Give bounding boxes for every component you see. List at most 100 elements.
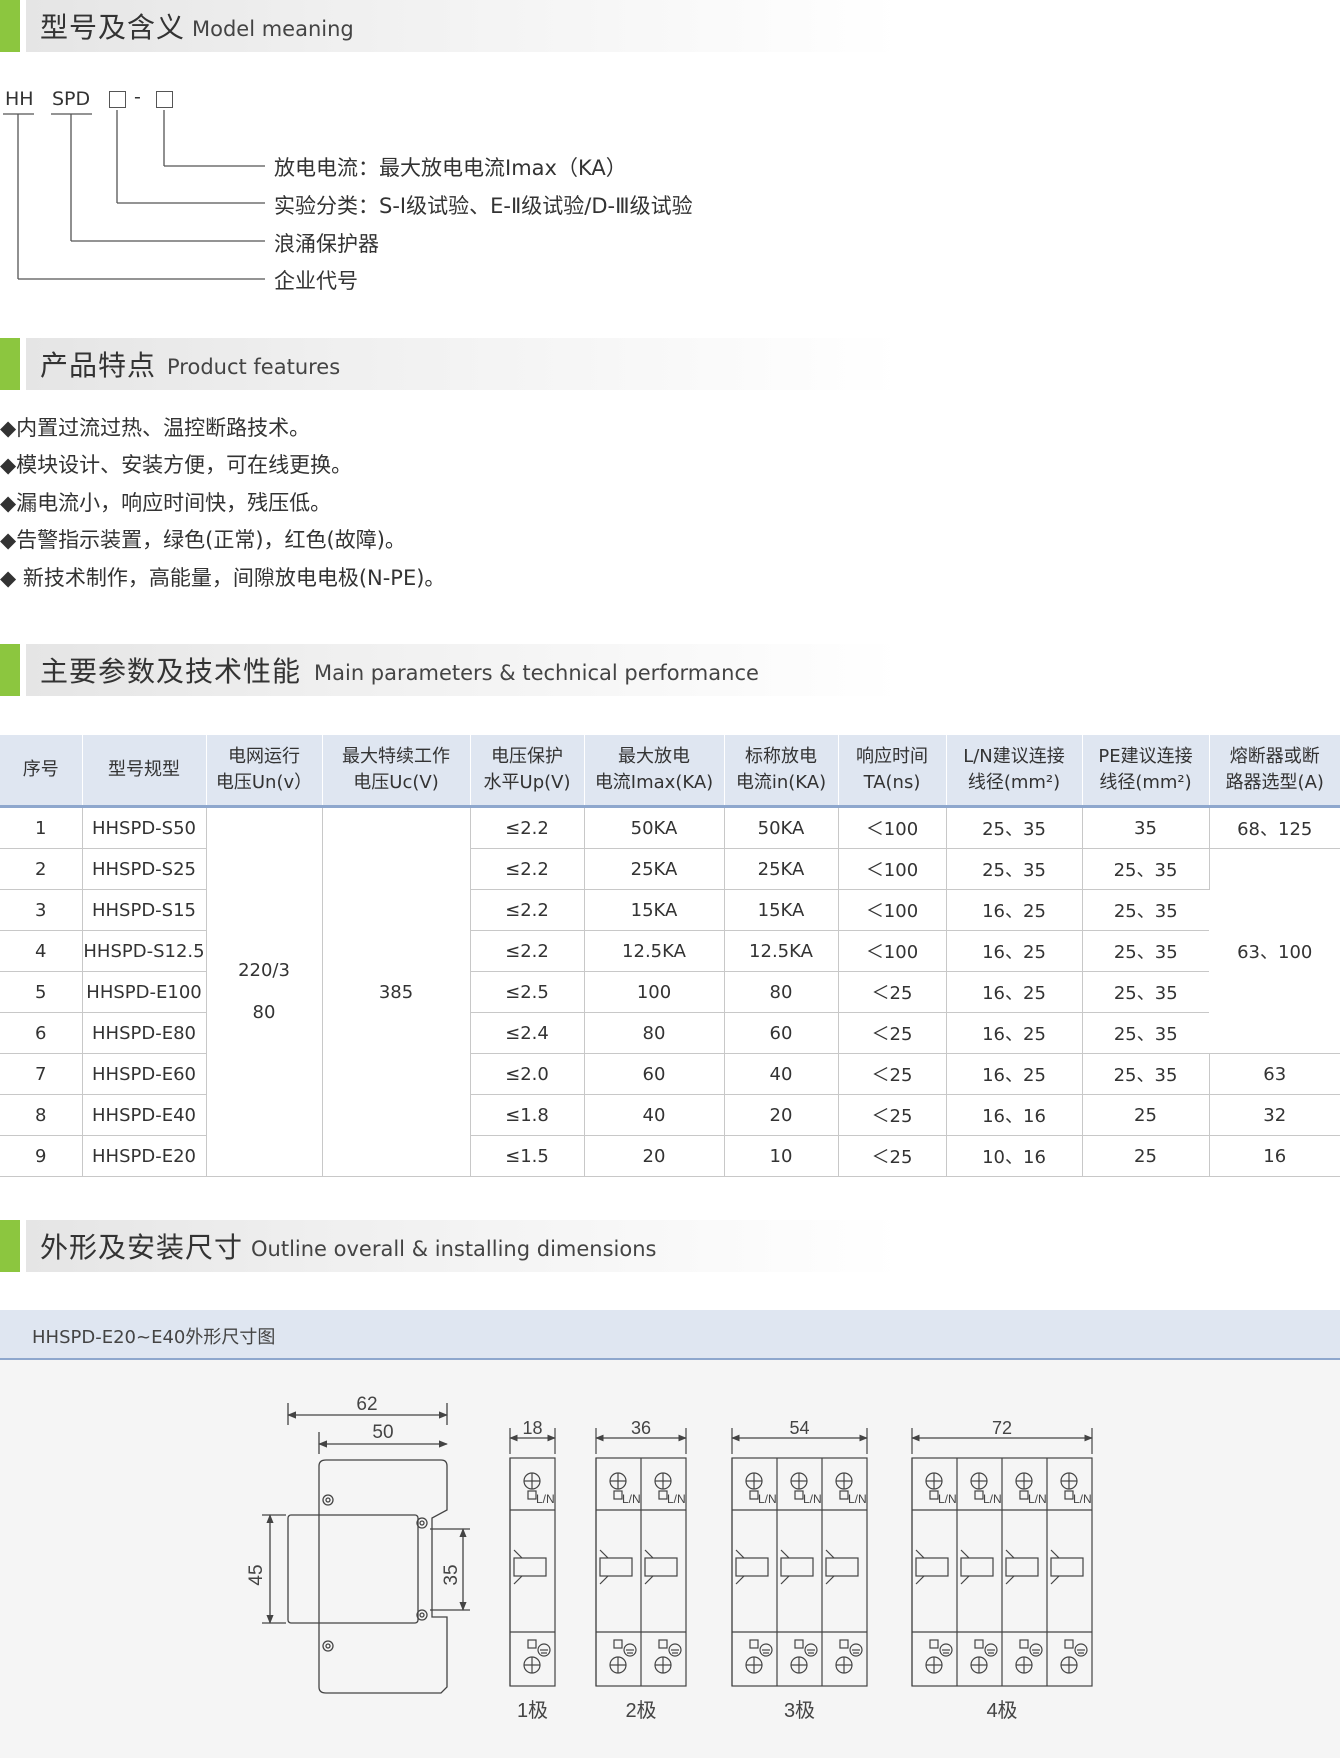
terminal-window (794, 1490, 804, 1500)
terminal-window (527, 1639, 537, 1649)
cell-in: 50KA (724, 806, 839, 849)
section-title-en: Model meaning (192, 17, 354, 41)
cell-imax: 20 (584, 1135, 725, 1177)
ground-symbol-icon (1029, 1643, 1043, 1657)
cell-imax: 40 (584, 1094, 725, 1136)
cell-ta: ＜100 (838, 930, 947, 972)
cell-ln: 25、35 (946, 848, 1083, 890)
module-terminal-label: L/N (758, 1492, 777, 1506)
table-header: 序号型号规型电网运行电压Un(v）最大特续工作电压Uc(V)电压保护水平Up(V… (0, 735, 1340, 808)
cell-pe: 25、35 (1082, 930, 1209, 972)
section-header-outline: 外形及安装尺寸 Outline overall & installing dim… (0, 1220, 900, 1272)
indicator-window (599, 1557, 633, 1577)
terminal-window (1019, 1639, 1029, 1649)
cell-up: ≤2.2 (470, 806, 585, 849)
cell-ta: ＜25 (838, 971, 947, 1013)
cell-fuse: 63 (1209, 1053, 1340, 1095)
ground-symbol-icon (668, 1643, 682, 1657)
pole-view-1 (509, 1428, 556, 1687)
module-terminal-label: L/N (1073, 1492, 1092, 1506)
cell-up: ≤1.5 (470, 1135, 585, 1177)
indicator-bevel (644, 1549, 654, 1559)
cell-ta: ＜100 (838, 848, 947, 890)
table-header-line: 最大放电 (618, 746, 690, 767)
section-header-features: 产品特点 Product features (0, 338, 900, 390)
terminal-window (929, 1639, 939, 1649)
feature-item: ◆漏电流小，响应时间快，残压低。 (0, 491, 332, 515)
module-terminal-label: L/N (848, 1492, 867, 1506)
section-title-en: Outline overall & installing dimensions (251, 1237, 657, 1261)
section-title-zh: 型号及含义 (40, 11, 186, 44)
section-accent-bar (0, 0, 26, 52)
indicator-bevel (735, 1575, 745, 1585)
terminal-window (839, 1490, 849, 1500)
module-terminal-label: L/N (622, 1492, 641, 1506)
section-accent-bar (0, 644, 26, 696)
model-label-discharge: 放电电流：最大放电电流Imax（KA） (274, 156, 627, 180)
model-code-leader-lines (3, 110, 265, 280)
cell-pe: 25 (1082, 1135, 1210, 1177)
model-code-box-1 (109, 91, 126, 108)
pole-outline (731, 1457, 868, 1687)
pole-width-label: 54 (789, 1418, 809, 1438)
cell-uc-merged: 385 (322, 806, 471, 1177)
table-header-line: 电压保护 (491, 746, 563, 767)
cell-no: 8 (0, 1094, 83, 1136)
feature-item: ◆告警指示装置，绿色(正常)，红色(故障)。 (0, 528, 406, 552)
table-header-line: 电压Uc(V) (353, 772, 439, 793)
indicator-window (1050, 1557, 1084, 1577)
terminal-window (1019, 1490, 1029, 1500)
ground-symbol-icon (984, 1643, 998, 1657)
terminal-window (749, 1639, 759, 1649)
table-header-line: 最大特续工作 (342, 746, 450, 767)
indicator-window (513, 1557, 547, 1577)
ground-symbol-icon (804, 1643, 818, 1657)
cell-fuse-merged: 63、100 (1209, 848, 1340, 1054)
dim-50-label: 50 (372, 1422, 393, 1443)
cell-ln: 16、25 (946, 971, 1083, 1013)
dim-45-label: 45 (246, 1564, 267, 1585)
feature-item: ◆模块设计、安装方便，可在线更换。 (0, 453, 353, 477)
table-header-line: 熔断器或断 (1229, 746, 1320, 767)
pole-width-label: 72 (992, 1418, 1012, 1438)
pole-count-label: 4极 (986, 1699, 1017, 1722)
indicator-bevel (1005, 1549, 1015, 1559)
ground-symbol-icon (537, 1643, 551, 1657)
indicator-bevel (1005, 1575, 1015, 1585)
terminal-window (839, 1639, 849, 1649)
indicator-window (960, 1557, 994, 1577)
cell-ta: ＜25 (838, 1012, 947, 1054)
cell-ta: ＜100 (838, 806, 947, 849)
model-code-hh: HH (5, 88, 34, 110)
table-header-cell: PE建议连接线径(mm²) (1082, 735, 1210, 808)
indicator-bevel (825, 1575, 835, 1585)
dim-62-label: 62 (356, 1394, 377, 1415)
ground-symbol-icon (1074, 1643, 1088, 1657)
section-title-en: Product features (167, 355, 341, 379)
cell-no: 7 (0, 1053, 83, 1095)
cell-in: 10 (724, 1135, 839, 1177)
cell-model: HHSPD-E20 (82, 1135, 207, 1177)
cell-no: 3 (0, 889, 83, 931)
terminal-window (749, 1490, 759, 1500)
indicator-bevel (1050, 1549, 1060, 1559)
cell-model: HHSPD-E40 (82, 1094, 207, 1136)
cell-in: 15KA (724, 889, 839, 931)
cell-up: ≤2.2 (470, 889, 585, 931)
cell-imax: 12.5KA (584, 930, 725, 972)
cell-imax: 100 (584, 971, 725, 1013)
indicator-bevel (780, 1575, 790, 1585)
cell-model: HHSPD-E60 (82, 1053, 207, 1095)
table-header-line: 序号 (22, 759, 59, 780)
module-terminal-label: L/N (803, 1492, 822, 1506)
cell-fuse: 16 (1209, 1135, 1340, 1177)
cell-un-line: 80 (252, 1002, 276, 1023)
cell-ln: 16、16 (946, 1094, 1083, 1136)
indicator-bevel (513, 1575, 523, 1585)
cell-up: ≤2.2 (470, 848, 585, 890)
